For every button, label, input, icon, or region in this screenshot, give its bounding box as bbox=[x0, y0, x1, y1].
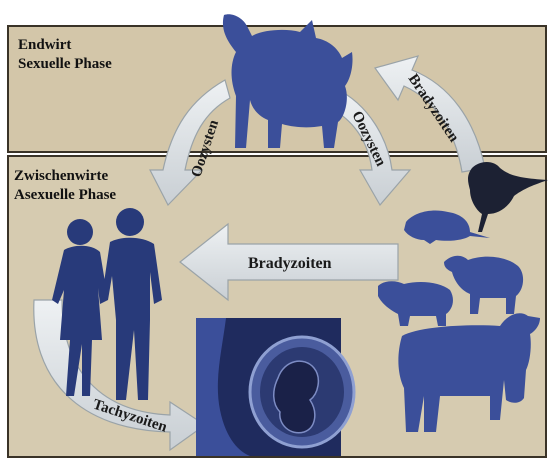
pig-icon bbox=[378, 281, 453, 326]
cow-icon bbox=[398, 313, 540, 432]
mouse-icon bbox=[404, 210, 490, 244]
humans-icon bbox=[52, 208, 162, 400]
oocysts-left-arrow bbox=[150, 80, 230, 205]
bradyzoites-middle-label: Bradyzoiten bbox=[248, 255, 332, 272]
bird-icon bbox=[468, 162, 548, 232]
fetus-illustration bbox=[196, 318, 354, 456]
sheep-icon bbox=[444, 256, 523, 314]
cat-icon bbox=[223, 14, 353, 148]
